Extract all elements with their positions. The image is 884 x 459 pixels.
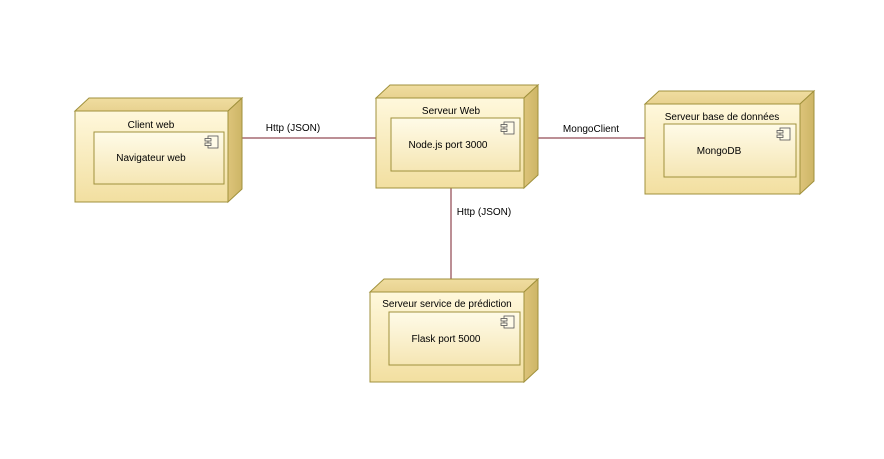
node-serveur-base-de-donnees[interactable]: Serveur base de données MongoDB (643, 89, 816, 196)
edge-label-client-web: Http (JSON) (266, 123, 320, 134)
node-side-face (799, 89, 815, 196)
edge-label-web-prediction: Http (JSON) (457, 207, 511, 218)
component-label: Flask port 5000 (412, 334, 481, 345)
component-box (390, 117, 521, 172)
node-top-face (73, 97, 244, 112)
component-box (388, 311, 521, 366)
node-side-face (523, 277, 539, 384)
component-label: Navigateur web (116, 153, 186, 164)
node-title: Serveur base de données (665, 112, 780, 123)
component-nodejs[interactable]: Node.js port 3000 (390, 117, 521, 172)
component-box (93, 131, 225, 185)
connectors (232, 137, 645, 279)
component-navigateur-web[interactable]: Navigateur web (93, 131, 225, 185)
component-label: Node.js port 3000 (409, 140, 488, 151)
uml-component-icon (500, 121, 515, 135)
uml-component-icon (776, 127, 791, 141)
node-serveur-web[interactable]: Serveur Web Node.js port 3000 (374, 83, 540, 190)
uml-component-icon (204, 135, 219, 149)
node-side-face (523, 83, 539, 190)
node-top-face (368, 278, 540, 293)
component-flask[interactable]: Flask port 5000 (388, 311, 521, 366)
component-mongodb[interactable]: MongoDB (663, 123, 797, 178)
node-serveur-service-de-prediction[interactable]: Serveur service de prédiction Flask port… (368, 277, 540, 384)
component-box (663, 123, 797, 178)
node-title: Serveur service de prédiction (382, 299, 512, 310)
edge-label-web-db: MongoClient (563, 124, 619, 135)
node-side-face (227, 96, 243, 204)
connector-labels: Http (JSON) MongoClient Http (JSON) (266, 123, 620, 218)
component-label: MongoDB (697, 146, 742, 157)
uml-component-icon (500, 315, 515, 329)
node-title: Client web (128, 120, 175, 131)
node-top-face (643, 90, 816, 105)
node-top-face (374, 84, 540, 99)
node-title: Serveur Web (422, 106, 481, 117)
node-client-web[interactable]: Client web Navigateur web (73, 96, 244, 204)
